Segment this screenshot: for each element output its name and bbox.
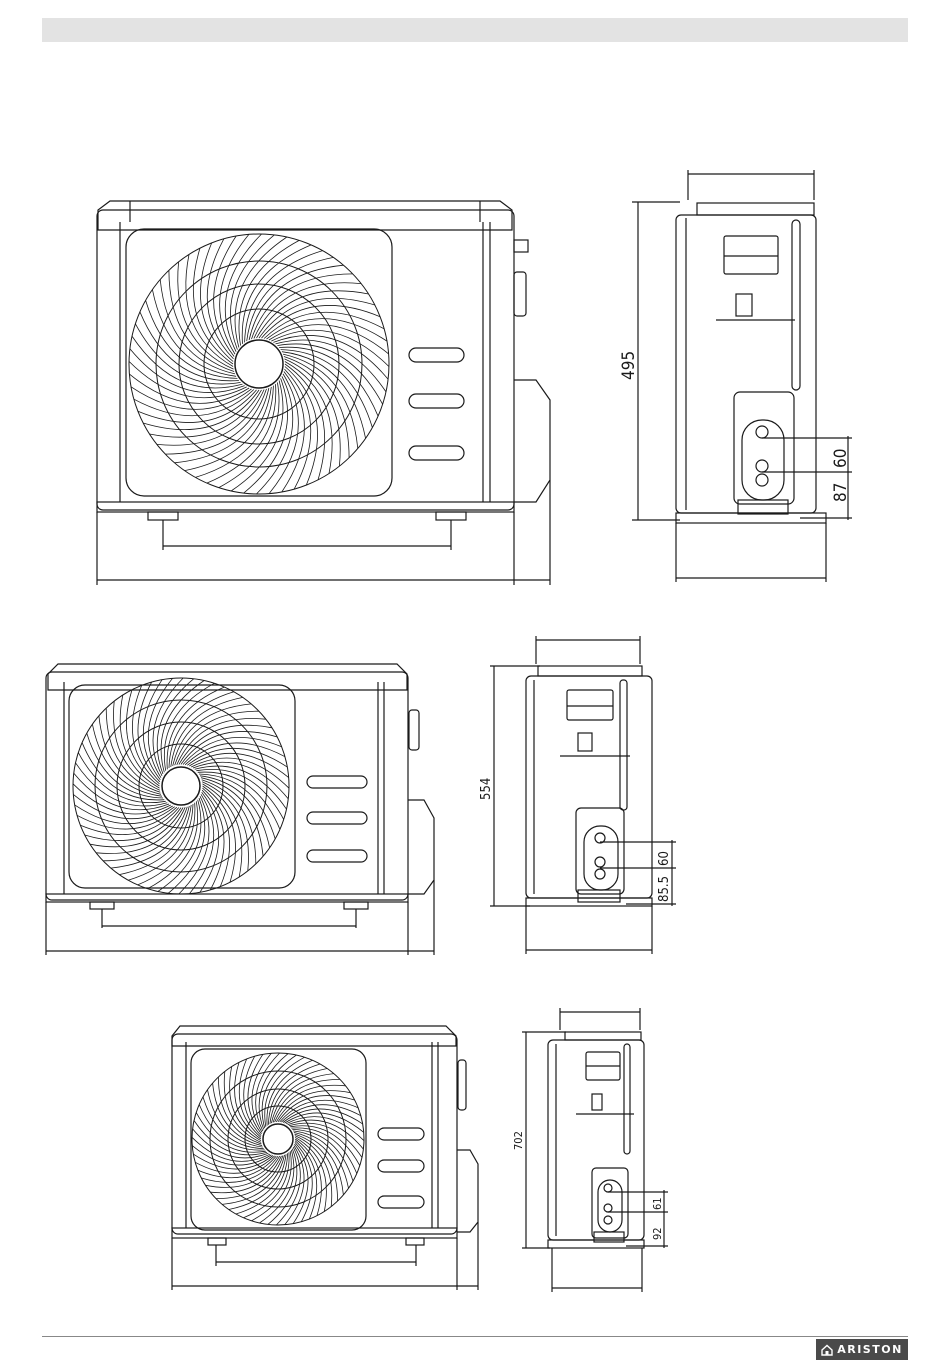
fan-blade bbox=[269, 325, 389, 354]
fan-blade bbox=[285, 369, 311, 489]
pipe-base-label-1: 87 bbox=[831, 483, 851, 502]
fan-blade bbox=[213, 1083, 263, 1146]
fan-blade bbox=[138, 682, 160, 782]
fan-blade bbox=[185, 743, 285, 765]
height-label-1: 495 bbox=[619, 351, 639, 380]
brand-logo: ARISTON bbox=[816, 1339, 908, 1360]
fan-blade bbox=[294, 1132, 344, 1195]
front-view-3 bbox=[172, 1026, 478, 1290]
fan-blade bbox=[283, 354, 358, 448]
fan-blade bbox=[77, 807, 177, 829]
pipe-spacing-label-1: 60 bbox=[831, 449, 851, 468]
fan-blade bbox=[264, 312, 384, 338]
fan-blade bbox=[129, 374, 249, 403]
pipe-spacing-label-2: 60 bbox=[657, 851, 672, 866]
fan-1 bbox=[129, 234, 389, 494]
fan-blade bbox=[134, 390, 254, 416]
fan-3 bbox=[192, 1053, 364, 1225]
height-label-2: 554 bbox=[479, 778, 494, 800]
fan-blade bbox=[160, 280, 235, 374]
fan-blade bbox=[222, 1155, 285, 1205]
fan-blade bbox=[220, 234, 249, 354]
fan-blade bbox=[249, 265, 343, 340]
fan-blade bbox=[207, 239, 233, 359]
fan-blade bbox=[202, 790, 224, 890]
fan-blade bbox=[271, 1074, 334, 1124]
house-icon bbox=[821, 1344, 833, 1356]
fan-2 bbox=[73, 678, 289, 894]
pipe-spacing-label-3: 61 bbox=[651, 1197, 664, 1210]
fan-blade bbox=[175, 388, 269, 463]
side-view-3 bbox=[522, 1008, 668, 1292]
side-view-1 bbox=[632, 170, 852, 582]
pipe-base-label-3: 92 bbox=[651, 1227, 664, 1240]
height-label-3: 702 bbox=[512, 1131, 525, 1150]
fan-blade bbox=[173, 704, 252, 766]
front-view-1 bbox=[97, 201, 550, 585]
brand-name: ARISTON bbox=[837, 1343, 903, 1356]
fan-blade bbox=[269, 374, 298, 494]
fan-blade bbox=[111, 806, 190, 868]
fan-blade bbox=[201, 778, 263, 857]
footer-line bbox=[42, 1336, 908, 1337]
fan-blade bbox=[99, 716, 161, 795]
side-view-2 bbox=[490, 636, 676, 954]
pipe-base-label-2: 85.5 bbox=[657, 876, 672, 902]
